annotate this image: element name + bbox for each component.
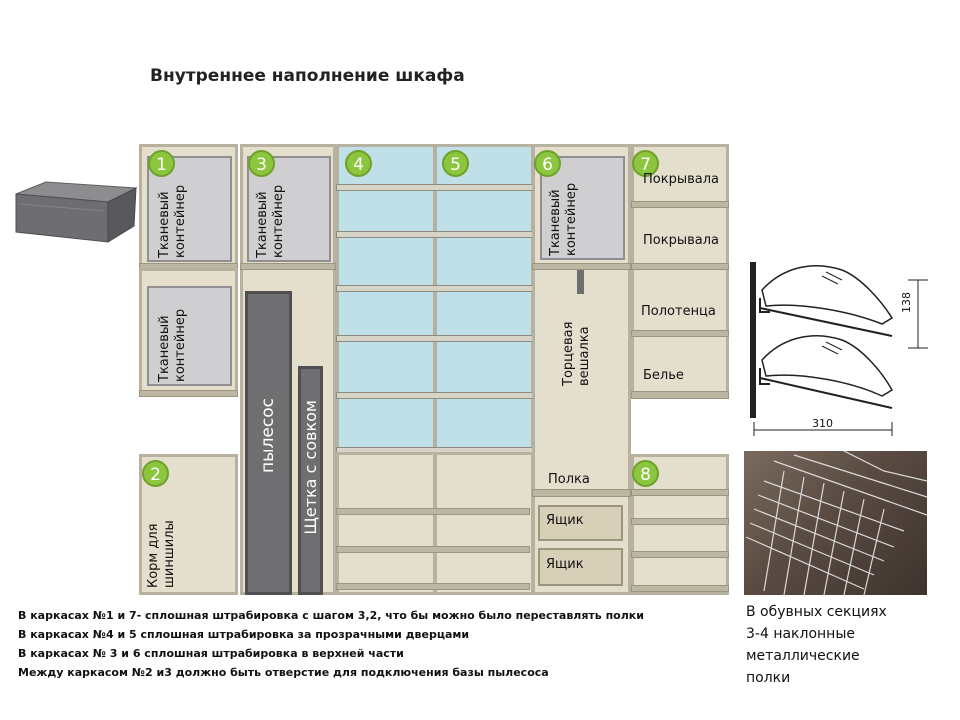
shelf — [336, 335, 534, 342]
vacuum-cleaner — [245, 291, 292, 595]
shelf-label: Полка — [548, 472, 590, 487]
note-line: В каркасах № 3 и 6 сплошная штрабировка … — [18, 647, 404, 660]
brush-and-dustpan — [298, 366, 323, 595]
fabric-container-1a — [147, 156, 232, 262]
page-title: Внутреннее наполнение шкафа — [150, 66, 465, 86]
shelf — [336, 583, 530, 590]
towels-label: Полотенца — [641, 304, 716, 319]
fabric-container-label: Тканевый контейнер — [157, 184, 188, 258]
end-hanger-rod — [577, 270, 584, 294]
note-line: Между каркасом №2 и3 должно быть отверст… — [18, 666, 549, 679]
shelf — [631, 489, 729, 496]
note-line: В каркасах №4 и 5 сплошная штрабировка з… — [18, 628, 470, 641]
shelf — [631, 330, 729, 337]
fabric-container-label: Тканевый контейнер — [255, 184, 286, 258]
fabric-container-label: Тканевый контейнер — [157, 308, 188, 382]
dimension-width: 310 — [812, 417, 833, 430]
section-number-2: 2 — [142, 460, 169, 487]
section-7 — [631, 144, 729, 399]
section-number-1: 1 — [148, 150, 175, 177]
wire-shoe-shelf-photo — [744, 451, 927, 595]
vacuum-label: пылесос — [258, 398, 278, 473]
shelf — [631, 551, 729, 558]
fabric-box-image — [15, 181, 138, 243]
section-number-6: 6 — [534, 150, 561, 177]
section-number-7: 7 — [632, 150, 659, 177]
shoe-rack-drawing — [750, 262, 928, 436]
shelf — [336, 231, 534, 238]
section-number-3: 3 — [248, 150, 275, 177]
drawer — [538, 505, 623, 541]
dimension-height: 138 — [900, 292, 913, 313]
section-number-4: 4 — [345, 150, 372, 177]
section-5-glass — [434, 144, 534, 455]
shelf — [139, 390, 238, 397]
blankets-label: Покрывала — [643, 233, 720, 248]
shelf — [240, 263, 336, 270]
shelf — [532, 263, 631, 270]
fabric-container-label: Тканевый контейнер — [548, 182, 579, 256]
end-hanger-label: Торцевая вешалка — [561, 321, 592, 386]
shelf — [336, 508, 530, 515]
section-number-8: 8 — [632, 460, 659, 487]
shelf — [631, 391, 729, 399]
shelf — [631, 201, 729, 208]
blankets-label: Покрывала — [643, 172, 720, 187]
section-number-5: 5 — [442, 150, 469, 177]
shelf — [532, 489, 631, 497]
shelf — [336, 546, 530, 553]
shoe-shelf-caption: В обувных секциях 3-4 наклонные металлич… — [746, 604, 887, 686]
section-5-bottom — [434, 452, 534, 595]
shelf — [336, 392, 534, 399]
shelf — [336, 285, 534, 292]
brush-label: Щетка с совком — [301, 400, 320, 535]
shelf — [631, 263, 729, 270]
drawer — [538, 548, 623, 586]
section-4-bottom — [336, 452, 436, 595]
drawer-label: Ящик — [546, 557, 584, 572]
fabric-container-1b — [147, 286, 232, 386]
chinchilla-food-label: Корм для шиншилы — [146, 520, 177, 588]
shelf — [631, 518, 729, 525]
shelf — [631, 585, 729, 592]
shelf — [336, 184, 534, 191]
drawer-label: Ящик — [546, 513, 584, 528]
note-line: В каркасах №1 и 7- сплошная штрабировка … — [18, 609, 644, 622]
linen-label: Белье — [643, 368, 684, 383]
notes-block: В каркасах №1 и 7- сплошная штрабировка … — [18, 606, 644, 682]
